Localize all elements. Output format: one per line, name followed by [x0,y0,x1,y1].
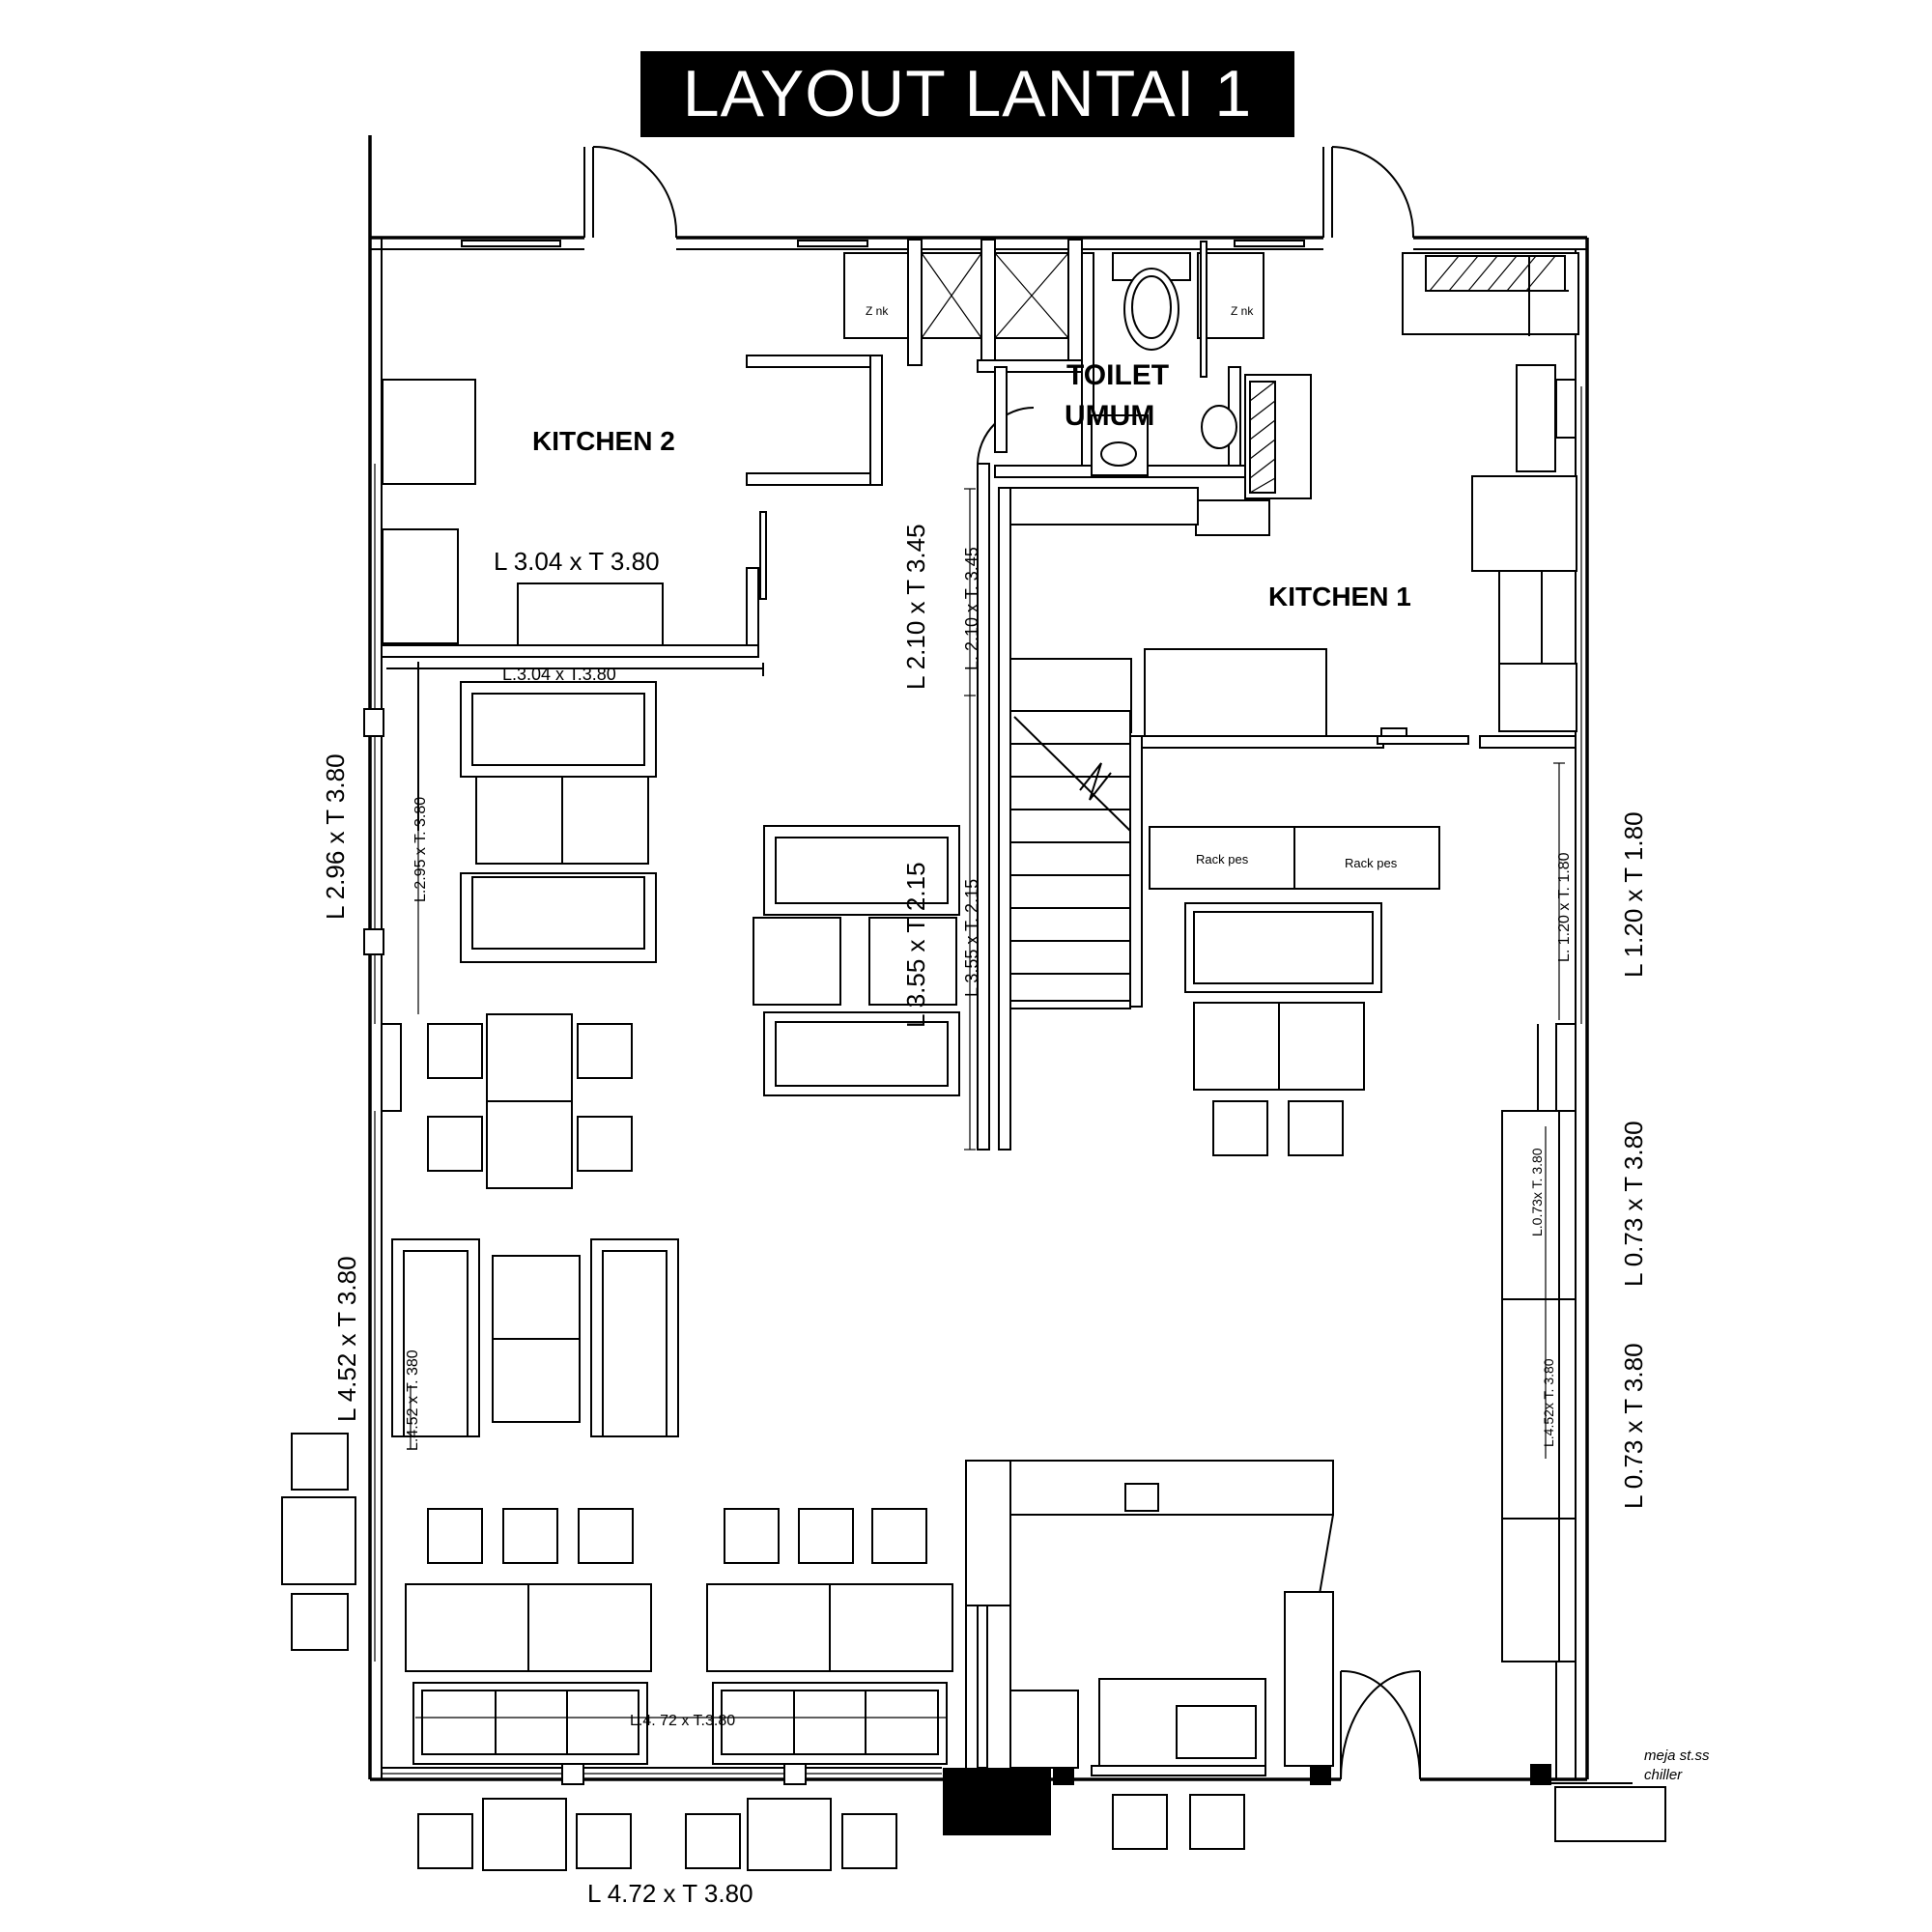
kitchen2-walls [381,355,883,831]
zink-left-label: Z nk [866,304,889,318]
chiller-label-2: chiller [1644,1767,1683,1783]
dim-right-mid-large: L 0.73 x T 3.80 [1619,1121,1648,1287]
dim-bottom-small: L.4. 72 x T.3.80 [630,1713,735,1729]
dim-kitchen2-large: L 3.04 x T 3.80 [494,547,660,576]
dim-right-mid-small: L.0.73x T. 3.80 [1529,1148,1545,1236]
toilet-label-1: TOILET [1066,359,1169,391]
dim-stair-large: L 3.55 x T 2.15 [901,862,930,1028]
dim-stair-small: L 3.55 x T. 2.15 [962,879,981,997]
dim-left-upper-large: L 2.96 x T 3.80 [321,753,350,920]
bar-counter [965,1460,1334,1776]
top-fixtures [843,239,1579,536]
dim-corridor-large: L 2.10 x T 3.45 [901,524,930,690]
doors [592,145,1421,1780]
dim-left-upper-small: L.2.95 x T. 3.80 [412,797,429,902]
toilet-label-2: UMUM [1065,400,1154,432]
page-title: LAYOUT LANTAI 1 [640,51,1294,137]
corridor-walls [977,463,1577,1151]
dim-kitchen2-small: L.3.04 x T.3.80 [502,665,616,684]
dim-right-lower-small: L.4.52x T. 3.80 [1541,1358,1556,1447]
rack-right-label: Rack pes [1345,856,1398,870]
dim-bottom-large: L 4.72 x T 3.80 [587,1879,753,1908]
zink-right-label: Z nk [1231,304,1254,318]
chiller-label-1: meja st.ss [1644,1747,1710,1764]
rack-left-label: Rack pes [1196,852,1249,867]
hatch-counter [1429,255,1556,292]
dining-furniture [391,681,960,1765]
kitchen2-label: KITCHEN 2 [532,426,675,456]
kitchen1-label: KITCHEN 1 [1268,582,1411,611]
dim-right-upper-small: L. 1.20 x T. 1.80 [1556,852,1573,962]
dim-corridor-small: L. 2.10 x T. 3.45 [962,547,981,670]
dim-left-lower-small: L.4.52 x T. 380 [405,1350,421,1451]
dim-right-upper-large: L 1.20 x T 1.80 [1619,811,1648,978]
dim-left-lower-large: L 4.52 x T 3.80 [332,1256,361,1422]
hatch-zink [1249,381,1276,494]
kitchen1-furniture [1149,364,1577,1156]
kitchen2-furniture [382,379,664,646]
outdoor-furniture [281,1433,1666,1871]
dim-right-lower-large: L 0.73 x T 3.80 [1619,1343,1648,1509]
right-bench [1501,1110,1577,1662]
dimension-lines [410,488,1565,1725]
